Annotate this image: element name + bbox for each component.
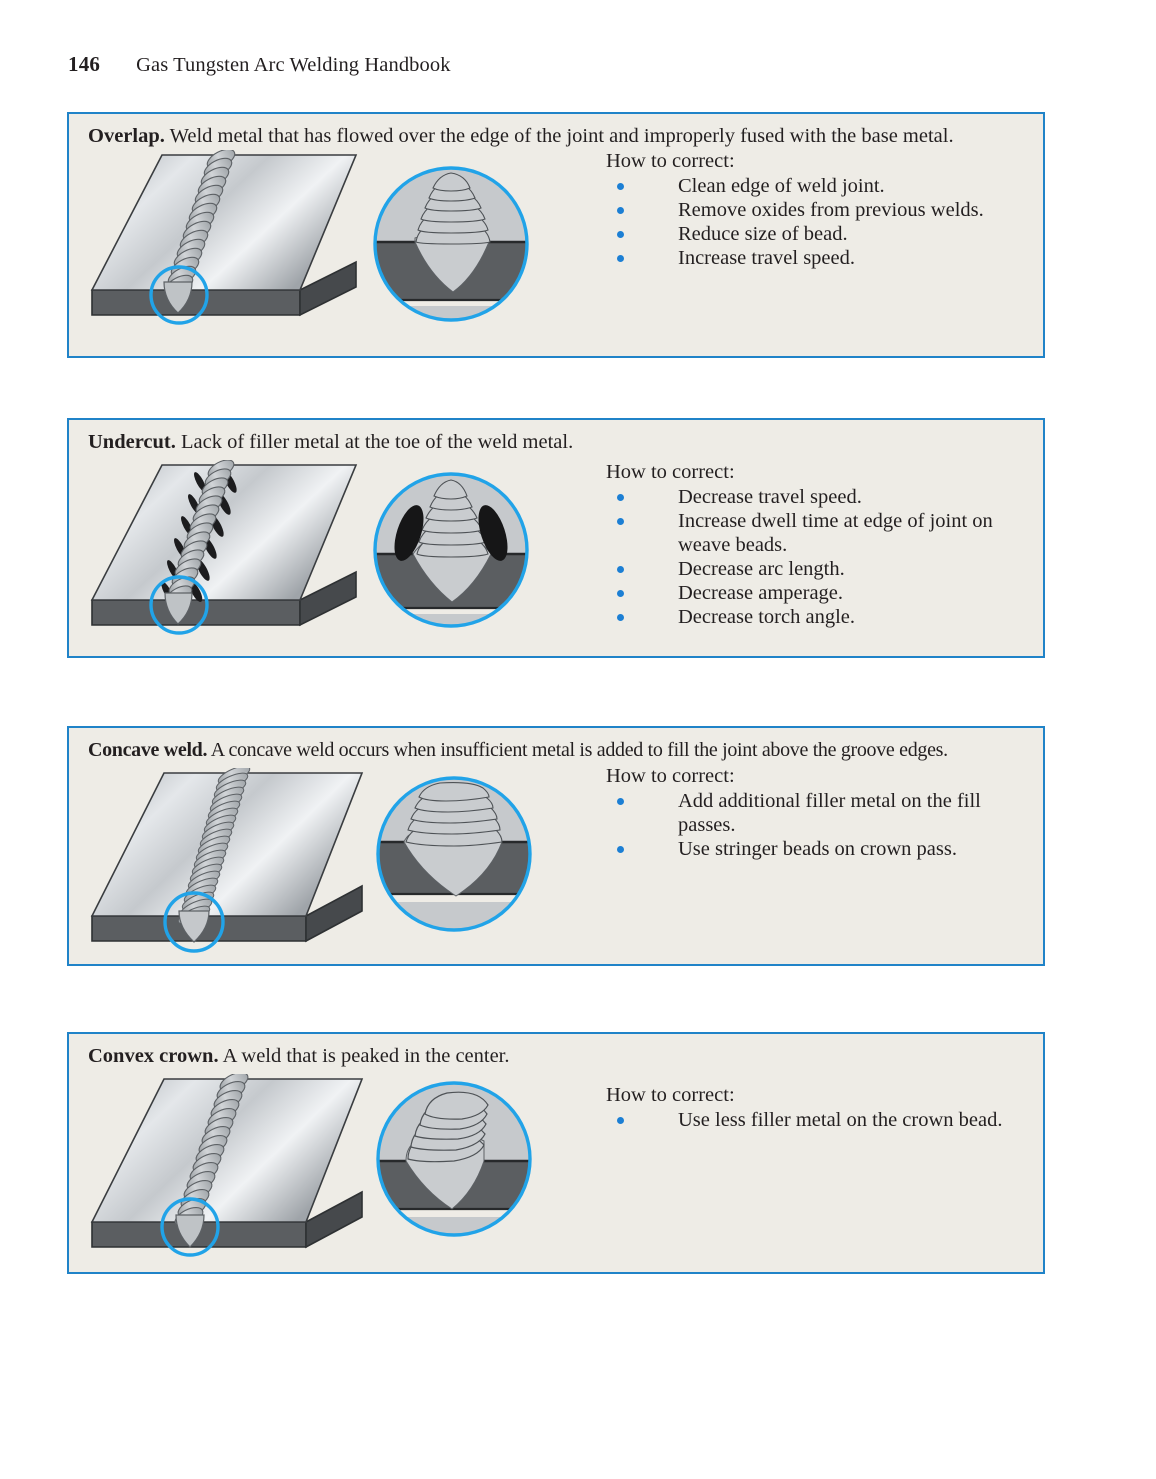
fix-text: Decrease torch angle. [678,605,855,628]
fix-text: Increase dwell time at edge of joint on … [678,509,993,556]
weld-cross-section-overlap [371,164,531,329]
fix-text: Clean edge of weld joint. [678,174,885,197]
defect-description: A concave weld occurs when insufficient … [210,739,948,761]
weld-cross-section-undercut [371,470,531,635]
list-item: Use less filler metal on the crown bead. [606,1109,1026,1133]
panel-heading: Concave weld. A concave weld occurs when… [88,738,948,763]
weld-cross-section-concave [374,774,534,939]
running-head: 146 Gas Tungsten Arc Welding Handbook [68,52,451,77]
defect-term: Concave weld. [88,739,208,761]
bullet-icon [617,613,624,621]
how-to-correct-title: How to correct: [606,765,735,787]
defect-term: Undercut. [88,431,176,453]
book-title: Gas Tungsten Arc Welding Handbook [136,54,451,76]
bullet-icon [617,797,624,805]
how-to-correct-block: How to correct: Use less filler metal on… [606,1084,1026,1133]
defect-description: Lack of filler metal at the toe of the w… [181,431,574,453]
how-to-correct-title: How to correct: [606,461,735,483]
bullet-icon [617,1116,624,1124]
bullet-icon [617,206,624,214]
fix-list: Use less filler metal on the crown bead. [606,1109,1026,1133]
defect-panel-convex-crown: Convex crown. A weld that is peaked in t… [67,1032,1045,1274]
fix-list: Add additional filler metal on the fill … [606,790,1026,862]
panel-heading: Convex crown. A weld that is peaked in t… [88,1044,510,1070]
panel-heading: Undercut. Lack of filler metal at the to… [88,430,573,456]
fix-text: Decrease arc length. [678,557,845,580]
fix-text: Decrease travel speed. [678,485,862,508]
weld-cross-section-convex [374,1079,534,1244]
bullet-icon [617,565,624,573]
bullet-icon [617,182,624,190]
fix-text: Use stringer beads on crown pass. [678,837,957,860]
bullet-icon [617,517,624,525]
list-item: Use stringer beads on crown pass. [606,838,1026,862]
page-number: 146 [68,52,101,76]
list-item: Add additional filler metal on the fill … [606,790,1026,838]
how-to-correct-title: How to correct: [606,150,735,172]
defect-panel-undercut: Undercut. Lack of filler metal at the to… [67,418,1045,658]
fix-text: Reduce size of bead. [678,222,848,245]
defect-description: A weld that is peaked in the center. [222,1045,510,1067]
welded-plate-illustration-convex [84,1072,369,1269]
defect-term: Overlap. [88,125,165,147]
fix-text: Increase travel speed. [678,246,855,269]
defect-term: Convex crown. [88,1045,219,1067]
bullet-icon [617,230,624,238]
defect-panel-overlap: Overlap. Weld metal that has flowed over… [67,112,1045,358]
fix-text: Add additional filler metal on the fill … [678,789,981,836]
bullet-icon [617,254,624,262]
list-item: Remove oxides from previous welds. [606,199,1026,223]
list-item: Clean edge of weld joint. [606,175,1026,199]
fix-text: Decrease amperage. [678,581,844,604]
list-item: Decrease amperage. [606,582,1026,606]
welded-plate-illustration-concave [84,765,369,963]
fix-list: Decrease travel speed. Increase dwell ti… [606,486,1026,630]
fix-text: Use less filler metal on the crown bead. [678,1108,1003,1131]
fix-list: Clean edge of weld joint. Remove oxides … [606,175,1026,271]
bullet-icon [617,493,624,501]
panel-heading: Overlap. Weld metal that has flowed over… [88,124,954,150]
list-item: Decrease arc length. [606,558,1026,582]
bullet-icon [617,589,624,597]
how-to-correct-block: How to correct: Decrease travel speed. I… [606,461,1026,630]
defect-description: Weld metal that has flowed over the edge… [169,125,954,147]
list-item: Reduce size of bead. [606,223,1026,247]
list-item: Decrease torch angle. [606,606,1026,630]
fix-text: Remove oxides from previous welds. [678,198,984,221]
how-to-correct-block: How to correct: Add additional filler me… [606,765,1026,862]
how-to-correct-title: How to correct: [606,1084,735,1106]
list-item: Decrease travel speed. [606,486,1026,510]
how-to-correct-block: How to correct: Clean edge of weld joint… [606,150,1026,271]
defect-panel-concave-weld: Concave weld. A concave weld occurs when… [67,726,1045,966]
welded-plate-illustration-undercut [84,459,364,650]
welded-plate-illustration-overlap [84,148,364,340]
list-item: Increase travel speed. [606,247,1026,271]
bullet-icon [617,845,624,853]
list-item: Increase dwell time at edge of joint on … [606,510,1026,558]
